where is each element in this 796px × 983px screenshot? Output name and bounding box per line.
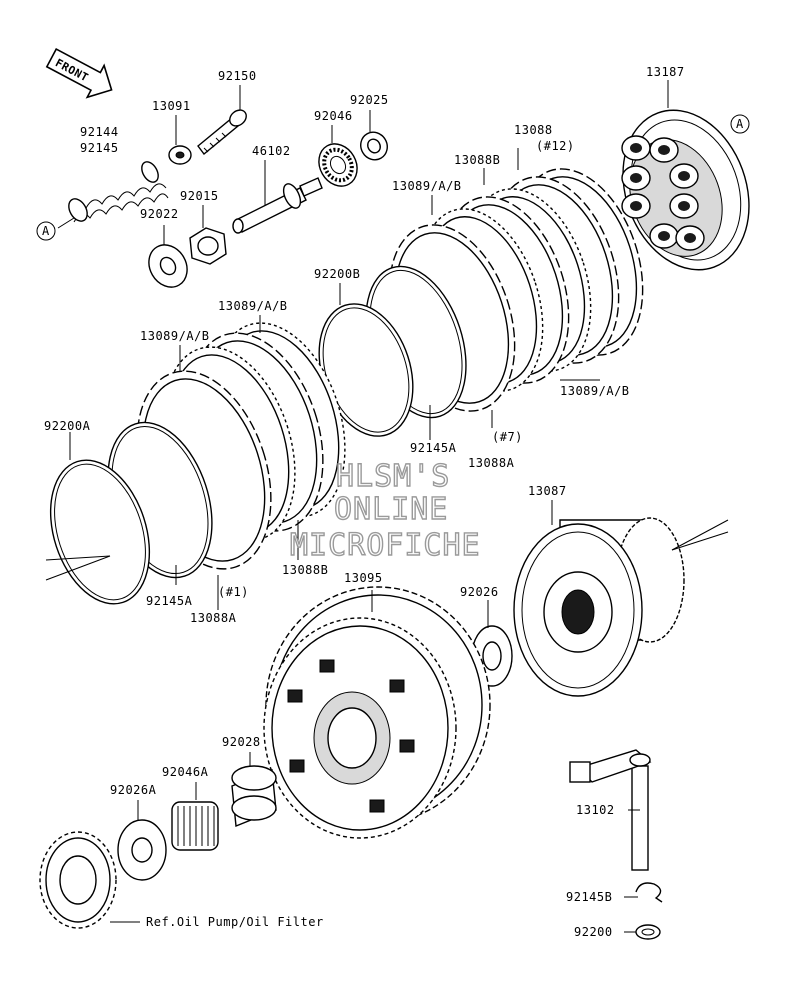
label-13091: 13091 bbox=[152, 99, 191, 113]
label-hash-7: (#7) bbox=[492, 430, 523, 444]
ref-a-left-label: A bbox=[42, 224, 50, 238]
clutch-spring-part bbox=[57, 161, 169, 229]
label-92200a: 92200A bbox=[44, 419, 91, 433]
lower-clutch-plate-stack bbox=[45, 315, 346, 610]
bolt-part bbox=[197, 85, 247, 156]
collar-part bbox=[168, 115, 192, 165]
washer-92025-part bbox=[360, 110, 388, 161]
ref-a-circle-right: A bbox=[730, 114, 750, 134]
label-13087: 13087 bbox=[528, 484, 567, 498]
label-92046a: 92046A bbox=[162, 765, 209, 779]
ref-a-circle-left: A bbox=[36, 221, 56, 241]
label-13088b-bot: 13088B bbox=[282, 563, 328, 577]
label-92145b: 92145B bbox=[566, 890, 612, 904]
label-13089-mid: 13089/A/B bbox=[218, 299, 288, 313]
label-13187: 13187 bbox=[646, 65, 685, 79]
sleeve-part bbox=[231, 752, 277, 827]
watermark-line-3: MICROFICHE bbox=[290, 528, 481, 563]
label-92015: 92015 bbox=[180, 189, 219, 203]
watermark-line-1: HLSM'S bbox=[336, 459, 450, 494]
washer-92200-part bbox=[624, 924, 661, 940]
label-92028: 92028 bbox=[222, 735, 261, 749]
needle-bearing-92046a-part bbox=[171, 782, 219, 851]
watermark-line-2: ONLINE bbox=[334, 492, 448, 527]
push-rod-part bbox=[232, 160, 323, 234]
oil-pump-gear-part bbox=[39, 831, 140, 929]
label-13102: 13102 bbox=[576, 803, 615, 817]
label-13089-left: 13089/A/B bbox=[140, 329, 210, 343]
nut-part bbox=[189, 205, 227, 265]
label-92025: 92025 bbox=[350, 93, 389, 107]
label-hash-1: (#1) bbox=[218, 585, 249, 599]
label-13088a-left: 13088A bbox=[190, 611, 237, 625]
label-92150: 92150 bbox=[218, 69, 257, 83]
washer-92022-part bbox=[148, 225, 188, 288]
label-92145a-mid: 92145A bbox=[410, 441, 457, 455]
label-92022: 92022 bbox=[140, 207, 179, 221]
label-hash-12: (#12) bbox=[536, 139, 575, 153]
clutch-housing-part bbox=[263, 586, 491, 839]
label-92200b: 92200B bbox=[314, 267, 360, 281]
label-92026: 92026 bbox=[460, 585, 499, 599]
label-13088a-mid: 13088A bbox=[468, 456, 515, 470]
part-labels: 92150 13091 92144 92145 46102 92046 9202… bbox=[44, 65, 685, 939]
ref-a-right-label: A bbox=[736, 117, 744, 131]
label-13089-top: 13089/A/B bbox=[392, 179, 462, 193]
label-46102: 46102 bbox=[252, 144, 291, 158]
label-13088: 13088 bbox=[514, 123, 553, 137]
release-shaft-part bbox=[569, 749, 652, 871]
label-13088b-top: 13088B bbox=[454, 153, 500, 167]
front-arrow: FRONT bbox=[45, 48, 113, 99]
label-92145: 92145 bbox=[80, 141, 119, 155]
label-13089-right: 13089/A/B bbox=[560, 384, 630, 398]
circlip-part bbox=[624, 882, 663, 903]
label-92026a: 92026A bbox=[110, 783, 157, 797]
washer-92026a-part bbox=[117, 800, 167, 881]
label-13095: 13095 bbox=[344, 571, 383, 585]
clutch-hub-part bbox=[513, 500, 729, 697]
pressure-plate-part bbox=[621, 80, 750, 271]
label-ref-oil-pump: Ref.Oil Pump/Oil Filter bbox=[146, 915, 324, 929]
label-92200: 92200 bbox=[574, 925, 613, 939]
label-92046: 92046 bbox=[314, 109, 353, 123]
watermark: HLSM'S ONLINE MICROFICHE bbox=[289, 458, 481, 563]
label-92144: 92144 bbox=[80, 125, 119, 139]
label-92145a-left: 92145A bbox=[146, 594, 193, 608]
needle-bearing-part bbox=[318, 125, 358, 187]
